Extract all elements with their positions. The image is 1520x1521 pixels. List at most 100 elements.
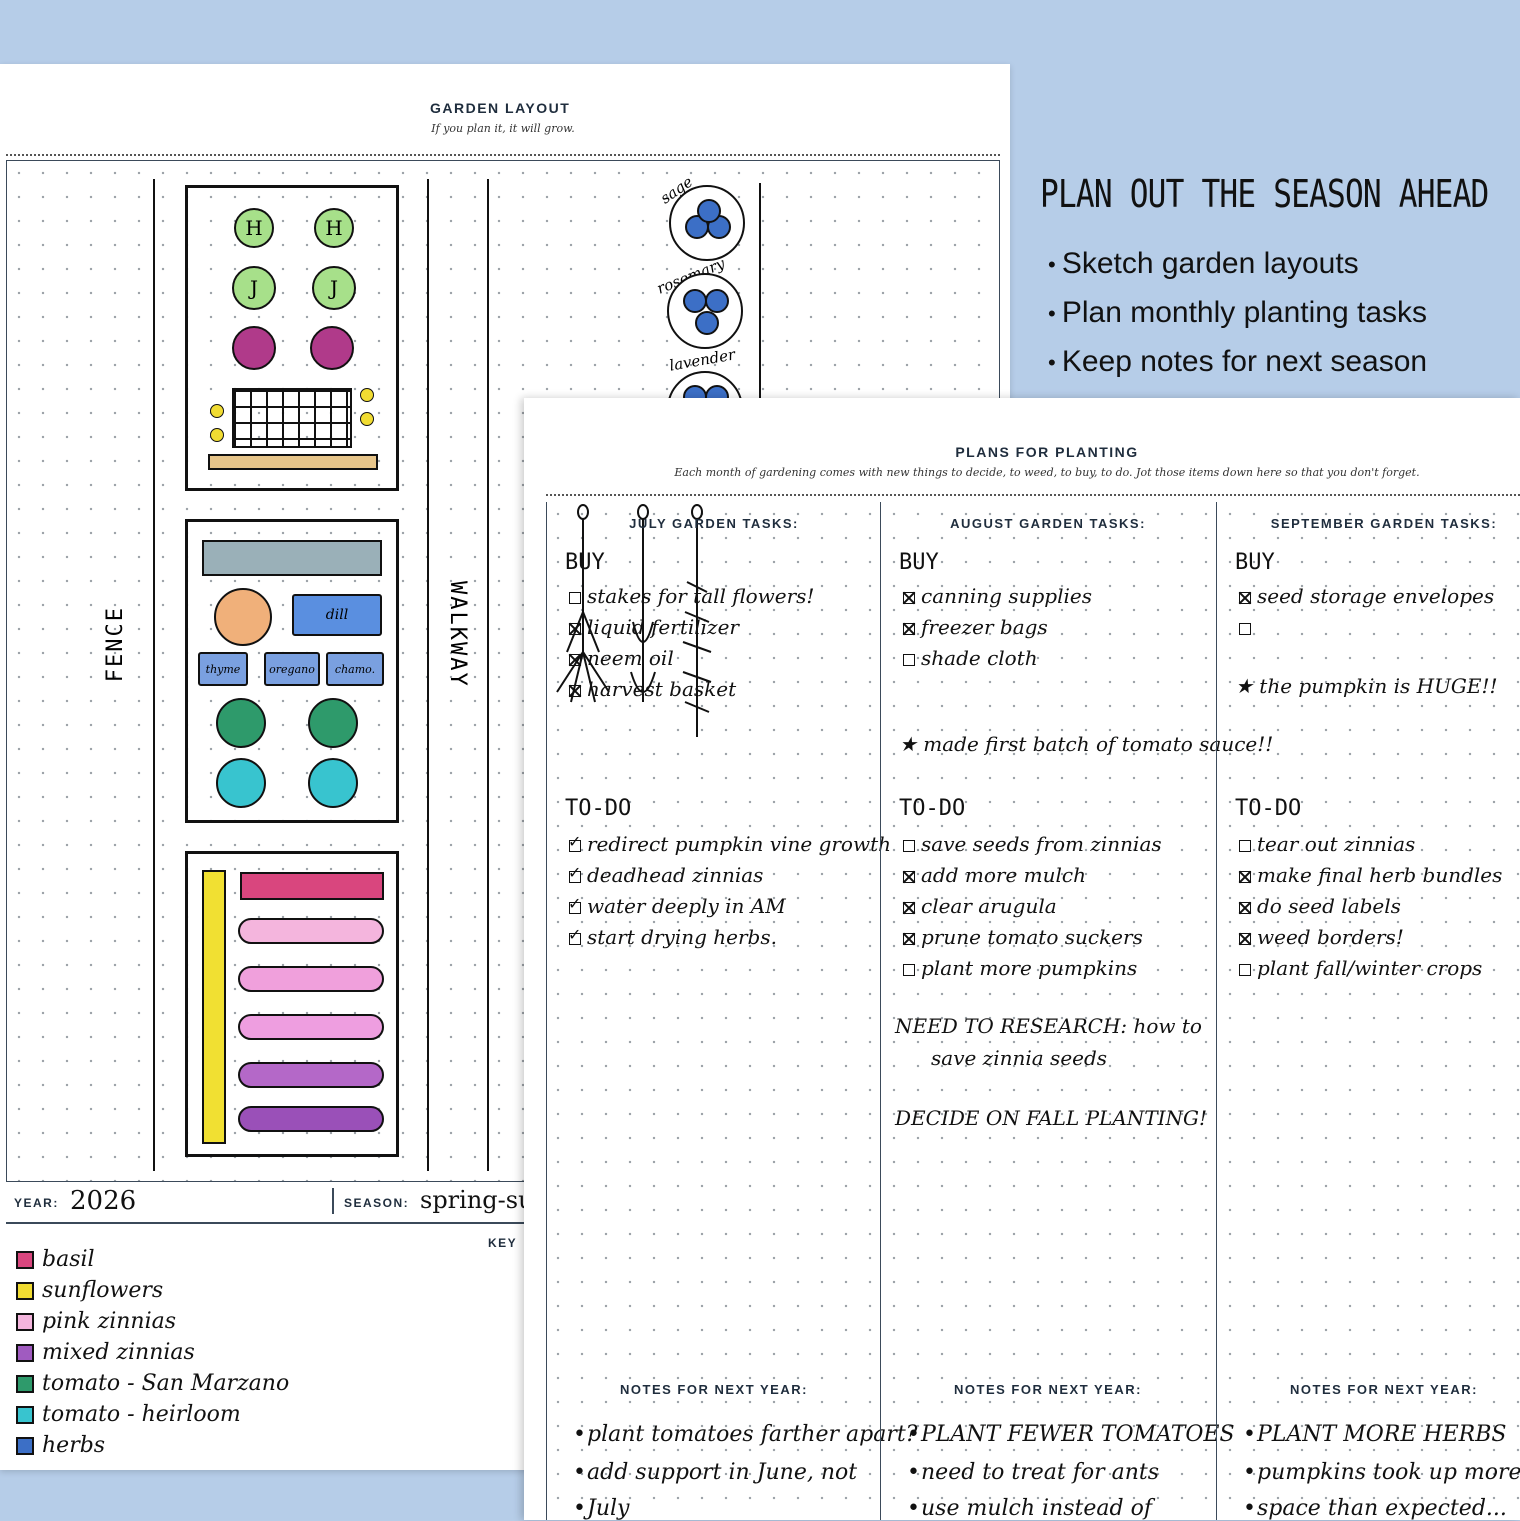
checkbox-icon[interactable]: [1239, 591, 1251, 604]
star-icon: ★: [1235, 674, 1260, 698]
checkbox-icon[interactable]: [903, 870, 915, 883]
page-title: GARDEN LAYOUT: [430, 100, 571, 116]
checkbox-icon[interactable]: [1239, 870, 1251, 883]
checkbox-icon[interactable]: [1239, 839, 1251, 852]
checkbox-icon[interactable]: [568, 894, 581, 914]
checkbox-icon[interactable]: [1239, 932, 1251, 945]
page-title: PLANS FOR PLANTING: [955, 444, 1139, 460]
todo-item: start drying herbs.: [568, 925, 777, 950]
promo-bullet: Plan monthly planting tasks: [1048, 289, 1427, 338]
todo-item: do seed labels: [1239, 894, 1401, 918]
todo-item: plant fall/winter crops: [1239, 956, 1482, 980]
key-item: herbs: [16, 1430, 289, 1461]
checkbox-icon[interactable]: [903, 653, 915, 666]
buy-label: BUY: [565, 550, 605, 575]
checkbox-icon[interactable]: [1239, 622, 1251, 635]
research-note: NEED TO RESEARCH: how to: [895, 1014, 1202, 1038]
checkbox-icon[interactable]: [1239, 901, 1251, 914]
bed-strip: [202, 540, 382, 576]
key-item-label: tomato - San Marzano: [42, 1371, 290, 1396]
promo-bullets: Sketch garden layouts Plan monthly plant…: [1048, 240, 1427, 387]
seed-dot: [360, 388, 374, 402]
todo-item-text: add more mulch: [921, 863, 1086, 887]
checkbox-icon[interactable]: [903, 963, 915, 976]
dot-grid: [546, 502, 1520, 1520]
column-heading: JULY GARDEN TASKS:: [629, 516, 799, 531]
buy-item-text: freezer bags: [921, 615, 1048, 639]
pot-border-line: [759, 183, 761, 403]
border-strip: [208, 454, 378, 470]
buy-item-text: harvest basket: [587, 677, 737, 701]
key-item: pink zinnias: [16, 1306, 289, 1337]
plant-circle: [216, 698, 266, 748]
highlight-text: made first batch of tomato sauce!!: [923, 732, 1274, 756]
todo-item-text: plant more pumpkins: [921, 956, 1138, 980]
buy-item-text: liquid fertilizer: [587, 615, 739, 639]
notes-heading: NOTES FOR NEXT YEAR:: [1290, 1382, 1478, 1397]
zinnia-row: [238, 966, 384, 992]
checkbox-icon[interactable]: [569, 591, 581, 604]
page-subtitle: If you plan it, it will grow.: [431, 122, 575, 135]
checkbox-icon[interactable]: [568, 832, 581, 852]
todo-item-text: water deeply in AM: [587, 894, 786, 918]
checkbox-icon[interactable]: [568, 863, 581, 883]
walkway-label: WALKWAY: [445, 581, 470, 688]
todo-item-text: prune tomato suckers: [921, 925, 1143, 949]
checkbox-icon[interactable]: [903, 901, 915, 914]
buy-item: canning supplies: [903, 584, 1092, 608]
checkbox-icon[interactable]: [903, 839, 915, 852]
sunflower-row: [202, 870, 226, 1144]
todo-label: TO-DO: [1235, 796, 1302, 821]
highlight-text: the pumpkin is HUGE!!: [1259, 674, 1498, 698]
checkbox-icon[interactable]: [903, 932, 915, 945]
checkbox-icon[interactable]: [903, 622, 915, 635]
todo-item: water deeply in AM: [568, 894, 786, 919]
research-note: save zinnia seeds: [931, 1046, 1108, 1070]
trellis-grid: [232, 388, 352, 448]
buy-item-text: canning supplies: [921, 584, 1092, 608]
todo-item-text: weed borders!: [1257, 925, 1404, 949]
key-item-label: mixed zinnias: [42, 1340, 195, 1365]
highlight-note: ★ the pumpkin is HUGE!!: [1235, 674, 1498, 698]
plant-circle: H: [234, 208, 274, 248]
checkbox-icon[interactable]: [569, 684, 581, 697]
todo-item-text: redirect pumpkin vine growth: [587, 832, 892, 856]
highlight-note: ★ made first batch of tomato sauce!!: [899, 732, 1273, 756]
plant-circle: [310, 326, 354, 370]
research-note: DECIDE ON FALL PLANTING!: [895, 1106, 1208, 1130]
todo-item: save seeds from zinnias: [903, 832, 1162, 856]
buy-label: BUY: [899, 550, 939, 575]
todo-item-text: clear arugula: [921, 894, 1057, 918]
garden-bed-1: H H J J: [185, 185, 399, 491]
month-column: AUGUST GARDEN TASKS: BUY canning supplies f…: [880, 502, 1273, 1521]
todo-item: redirect pumpkin vine growth: [568, 832, 892, 857]
season-value: spring-su: [420, 1186, 534, 1214]
color-swatch: [16, 1375, 34, 1393]
checkbox-icon[interactable]: [568, 925, 581, 945]
key-item-label: tomato - heirloom: [42, 1402, 241, 1427]
walkway-line-left: [427, 179, 429, 1171]
next-year-note: pumpkins took up more: [1243, 1460, 1520, 1485]
column-heading: AUGUST GARDEN TASKS:: [950, 516, 1146, 531]
plant-circle: [308, 698, 358, 748]
checkbox-icon[interactable]: [569, 622, 581, 635]
herb-block-chamomile: chamo.: [326, 652, 384, 686]
plant-circle: [308, 758, 358, 808]
color-swatch: [16, 1344, 34, 1362]
year-season-bar: YEAR: 2026 SEASON: spring-su: [6, 1182, 1010, 1224]
notes-heading: NOTES FOR NEXT YEAR:: [954, 1382, 1142, 1397]
zinnia-row: [238, 918, 384, 944]
buy-item: neem oil: [569, 646, 674, 670]
buy-item: shade cloth: [903, 646, 1038, 670]
seed-dot: [360, 412, 374, 426]
promo-headline: PLAN OUT THE SEASON AHEAD: [1040, 172, 1489, 216]
checkbox-icon[interactable]: [903, 591, 915, 604]
color-swatch: [16, 1251, 34, 1269]
checkbox-icon[interactable]: [1239, 963, 1251, 976]
layout-grid: FENCE WALKWAY H H J J dill thyme oregano…: [6, 160, 1000, 1182]
next-year-note: PLANT FEWER TOMATOES: [907, 1422, 1235, 1447]
buy-item: freezer bags: [903, 615, 1048, 639]
checkbox-icon[interactable]: [569, 653, 581, 666]
next-year-note: add support in June, not: [573, 1460, 857, 1485]
fence-line: [153, 179, 155, 1171]
